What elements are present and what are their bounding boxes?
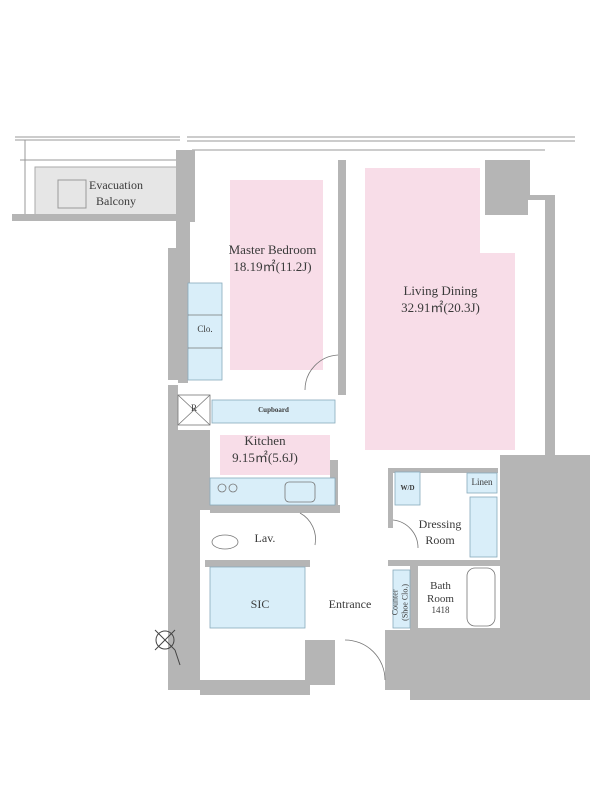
evacuation-hatch bbox=[57, 179, 87, 209]
evacuation-balcony-line1: Evacuation bbox=[89, 178, 143, 192]
linen-closet bbox=[466, 472, 498, 494]
toilet-icon bbox=[211, 534, 239, 550]
walls bbox=[168, 150, 590, 700]
dressing-room-line2: Room bbox=[425, 532, 455, 547]
master-bedroom-name: Master Bedroom bbox=[228, 242, 317, 257]
sink-icon bbox=[284, 481, 316, 503]
master-bedroom-label: Master Bedroom 18.19㎡(11.2J) bbox=[210, 242, 335, 276]
closet bbox=[187, 282, 223, 381]
entrance-label: Entrance bbox=[328, 597, 372, 611]
balcony-partition-wall bbox=[12, 214, 187, 221]
balcony-railing bbox=[15, 136, 575, 215]
dressing-door bbox=[392, 519, 419, 549]
evacuation-balcony-line2: Balcony bbox=[96, 193, 136, 208]
bath-room-line1: Bath bbox=[430, 580, 451, 592]
kitchen-label: Kitchen 9.15㎡(5.6J) bbox=[210, 433, 320, 467]
bath-room-line2: Room bbox=[427, 592, 454, 605]
bath-room-size: 1418 bbox=[431, 605, 450, 616]
living-dining-label: Living Dining 32.91㎡(20.3J) bbox=[378, 283, 503, 317]
dressing-room-line1: Dressing bbox=[418, 517, 462, 531]
dressing-storage bbox=[469, 496, 498, 558]
lav-door bbox=[299, 512, 316, 546]
linen-label: Linen bbox=[471, 477, 493, 487]
stove-icon bbox=[217, 483, 227, 493]
closet-label: Clo. bbox=[197, 324, 213, 334]
washer-dryer-label: W/D bbox=[400, 484, 415, 492]
counter-line2: (Shoe Clo.) bbox=[401, 583, 410, 621]
living-dining-area-text: 32.91㎡(20.3J) bbox=[401, 299, 480, 315]
refrigerator-label: R bbox=[190, 403, 197, 413]
counter-label: Counter (Shoe Clo.) bbox=[391, 572, 412, 632]
living-dining-name: Living Dining bbox=[403, 283, 478, 298]
master-bedroom-area-text: 18.19㎡(11.2J) bbox=[233, 258, 312, 274]
cupboard bbox=[211, 399, 336, 424]
living-dining-area bbox=[365, 168, 515, 450]
bath-room-label: Bath Room 1418 bbox=[418, 580, 463, 616]
sic-label: SIC bbox=[250, 597, 270, 611]
refrigerator-space bbox=[177, 394, 211, 426]
kitchen-name: Kitchen bbox=[244, 433, 286, 448]
bedroom-door bbox=[304, 354, 339, 391]
lavatory-label: Lav. bbox=[254, 531, 276, 545]
sic-storage bbox=[209, 566, 306, 629]
kitchen-area-text: 9.15㎡(5.6J) bbox=[232, 449, 298, 465]
bathtub-icon bbox=[466, 567, 496, 627]
entrance-door bbox=[344, 639, 386, 681]
cupboard-label: Cupboard bbox=[258, 406, 289, 414]
compass-icon bbox=[154, 629, 181, 666]
kitchen-area bbox=[220, 435, 330, 475]
washer-dryer-space bbox=[394, 471, 421, 506]
master-bedroom-area bbox=[230, 180, 323, 370]
evacuation-balcony-label: Evacuation Balcony bbox=[86, 178, 146, 209]
kitchen-counter bbox=[209, 477, 336, 506]
dressing-room-label: Dressing Room bbox=[410, 517, 470, 548]
counter-line1: Counter bbox=[390, 589, 400, 616]
shoe-closet bbox=[392, 569, 411, 629]
